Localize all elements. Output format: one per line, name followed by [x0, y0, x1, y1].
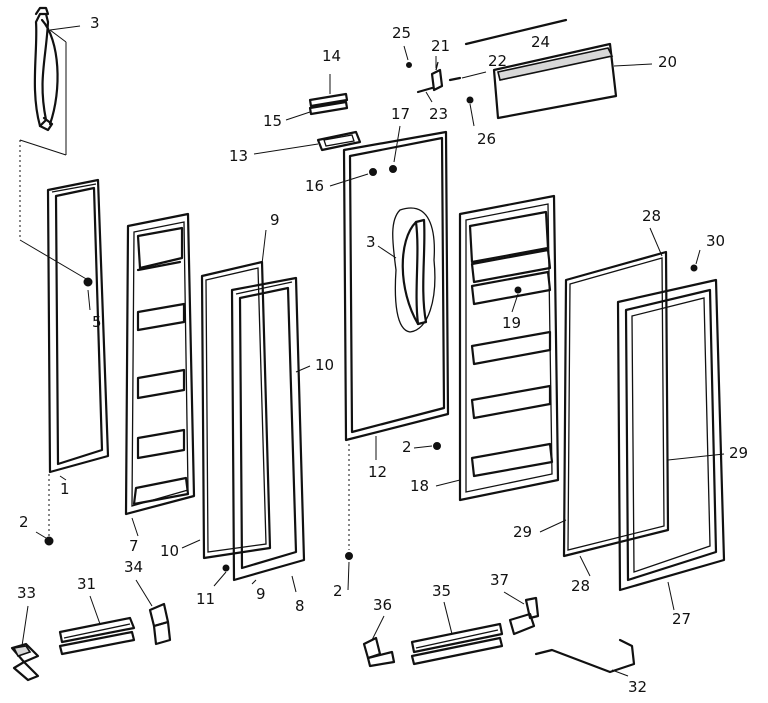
callout-c-28a: 28 — [642, 207, 661, 225]
callout-c-14: 14 — [322, 47, 341, 65]
callout-c-12: 12 — [368, 463, 387, 481]
bracket-34 — [148, 602, 172, 646]
handle-3-top — [19, 6, 89, 281]
door-frame-27 — [616, 278, 726, 592]
hinge-33 — [10, 642, 40, 682]
callout-c-3a: 3 — [90, 14, 100, 32]
callout-c-26: 26 — [477, 130, 496, 148]
trim-20 — [492, 42, 618, 120]
callout-c-7: 7 — [129, 537, 139, 555]
callout-c-32: 32 — [628, 678, 647, 696]
callout-c-22: 22 — [488, 52, 507, 70]
callout-c-37: 37 — [490, 571, 509, 589]
door-frame-8 — [222, 276, 306, 582]
callout-c-2a: 2 — [19, 513, 29, 531]
callout-c-34: 34 — [124, 558, 143, 576]
callout-c-1: 1 — [60, 480, 70, 498]
callout-c-2c: 2 — [333, 582, 343, 600]
callout-c-2b: 2 — [402, 438, 412, 456]
callout-c-10b: 10 — [160, 542, 179, 560]
hinge-21 — [430, 61, 444, 92]
screw-2-left — [44, 536, 54, 546]
rail-31 — [58, 616, 136, 656]
door-liner-18 — [458, 194, 560, 502]
bracket-13 — [316, 130, 362, 152]
screw-2-bottom — [345, 552, 353, 560]
door-liner-7 — [124, 212, 196, 516]
callout-c-30: 30 — [706, 232, 725, 250]
callout-c-20: 20 — [658, 53, 677, 71]
screw-26 — [466, 96, 474, 104]
callout-c-21: 21 — [431, 37, 450, 55]
callout-c-19: 19 — [502, 314, 521, 332]
callout-c-9a: 9 — [270, 211, 280, 229]
callout-c-24: 24 — [531, 33, 550, 51]
trim-14-15 — [308, 92, 349, 116]
callout-c-13: 13 — [229, 147, 248, 165]
callout-c-8: 8 — [295, 597, 305, 615]
screw-17 — [389, 165, 397, 173]
callout-c-27: 27 — [672, 610, 691, 628]
callout-c-10a: 10 — [315, 356, 334, 374]
screw-30 — [690, 264, 698, 272]
gasket-9 — [200, 260, 272, 560]
bracket-36 — [362, 636, 396, 668]
gasket-28 — [562, 250, 670, 558]
callout-c-33: 33 — [17, 584, 36, 602]
screw-2-door — [433, 442, 441, 450]
callout-c-35: 35 — [432, 582, 451, 600]
rod-24 — [464, 18, 568, 46]
spring-23 — [416, 86, 434, 94]
callout-c-28b: 28 — [571, 577, 590, 595]
door-12 — [342, 130, 450, 442]
rail-35 — [410, 622, 504, 666]
callout-c-36: 36 — [373, 596, 392, 614]
callout-c-29b: 29 — [513, 523, 532, 541]
callout-c-23: 23 — [429, 105, 448, 123]
callout-c-17: 17 — [391, 105, 410, 123]
callout-c-31: 31 — [77, 575, 96, 593]
callout-c-25: 25 — [392, 24, 411, 42]
callout-c-29a: 29 — [729, 444, 748, 462]
door-panel-1 — [46, 178, 110, 474]
callout-c-9b: 9 — [256, 585, 266, 603]
callout-c-18: 18 — [410, 477, 429, 495]
wire-32 — [534, 638, 636, 674]
leader-lines — [21, 25, 725, 677]
callout-c-3b: 3 — [366, 233, 376, 251]
washer-25 — [406, 62, 412, 68]
screw-16 — [369, 168, 377, 176]
callout-c-15: 15 — [263, 112, 282, 130]
callout-c-16: 16 — [305, 177, 324, 195]
callout-c-5: 5 — [92, 313, 102, 331]
callout-c-11: 11 — [196, 590, 215, 608]
pin-22 — [448, 76, 462, 82]
bracket-37 — [508, 596, 540, 636]
